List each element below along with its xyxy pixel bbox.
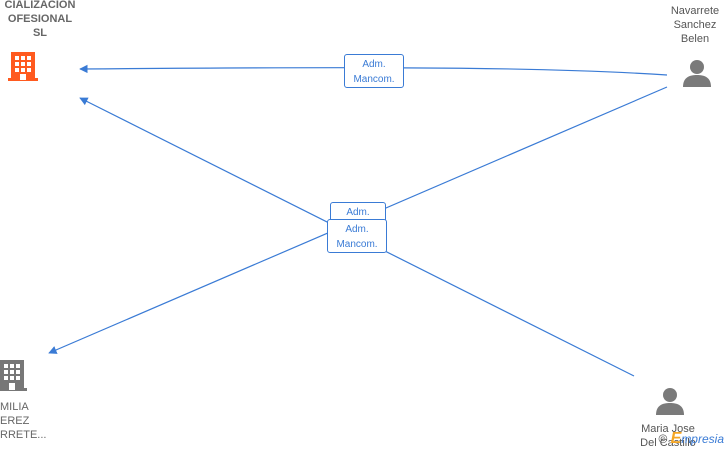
edge-label-middle-front-line-2: Mancom. bbox=[336, 239, 378, 250]
person-icon[interactable] bbox=[655, 386, 685, 416]
brand-logo-letter: E bbox=[670, 430, 682, 447]
person-top-label[interactable]: Navarrete Sanchez Belen bbox=[660, 4, 728, 46]
person-bottom-line-2: Del Castillo bbox=[640, 437, 696, 449]
brand-logo-text: mpresia bbox=[681, 432, 724, 446]
person-top-line-3: Belen bbox=[680, 33, 710, 45]
edge-label-top-line-2: Mancom. bbox=[353, 74, 395, 85]
company-top-line-2: OFESIONAL bbox=[7, 13, 73, 25]
edge-label-middle-back-line-1: Adm. bbox=[346, 207, 370, 218]
company-top-label[interactable]: CIALIZACION OFESIONAL SL bbox=[0, 0, 90, 40]
edge-navarrete-to-company-top bbox=[79, 64, 668, 76]
copyright-symbol: © bbox=[658, 432, 668, 446]
person-top-line-2: Sanchez bbox=[673, 19, 717, 31]
person-top-line-1: Navarrete bbox=[670, 5, 720, 17]
company-top-line-1: CIALIZACION bbox=[4, 0, 76, 11]
company-bottom-line-1: MILIA bbox=[0, 401, 29, 413]
person-icon[interactable] bbox=[682, 58, 712, 88]
person-bottom-line-1: Maria Jose bbox=[641, 423, 695, 435]
building-icon[interactable] bbox=[7, 50, 39, 82]
watermark: © Empresia bbox=[658, 430, 724, 448]
company-bottom-label[interactable]: MILIA EREZ RRETE... bbox=[0, 400, 60, 442]
edge-label-top[interactable]: Adm. Mancom. bbox=[344, 54, 404, 88]
edge-label-top-line-1: Adm. bbox=[362, 59, 386, 70]
building-icon[interactable] bbox=[0, 358, 28, 392]
edge-label-middle-front[interactable]: Adm. Mancom. bbox=[327, 219, 387, 253]
company-top-line-3: SL bbox=[32, 27, 48, 39]
person-bottom-label[interactable]: Maria Jose Del Castillo bbox=[630, 422, 706, 450]
company-bottom-line-2: EREZ bbox=[0, 415, 30, 427]
company-bottom-line-3: RRETE... bbox=[0, 429, 47, 441]
edge-label-middle-front-line-1: Adm. bbox=[345, 224, 369, 235]
